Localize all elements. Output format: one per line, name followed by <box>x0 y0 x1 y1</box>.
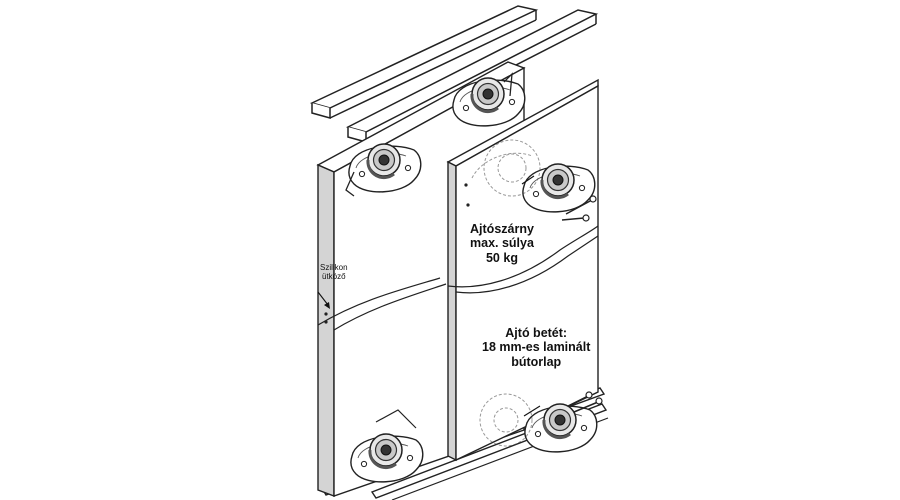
stopper-dots <box>324 183 470 324</box>
door-insert-label: Ajtó betét: 18 mm-es laminált bútorlap <box>482 326 590 369</box>
silicone-stopper-label-line: Szilikon <box>320 263 348 272</box>
silicone-stopper-label: Szilikon ütköző <box>320 263 348 281</box>
screw-icon <box>561 195 603 413</box>
max-weight-label-line: Ajtószárny <box>470 222 534 236</box>
door-insert-label-line: 18 mm-es laminált <box>482 340 591 355</box>
roller-wheel-icon <box>345 72 599 484</box>
door-insert-label-line: bútorlap <box>511 354 562 369</box>
pointer-arrow <box>317 175 541 417</box>
top-rail-icon <box>309 5 599 143</box>
max-weight-label-line: max. súlya <box>470 236 534 251</box>
max-weight-label-line: 50 kg <box>485 250 518 265</box>
max-weight-label: Ajtószárny max. súlya 50 kg <box>470 222 534 265</box>
silicone-stopper-label-line: ütköző <box>322 272 346 282</box>
door-insert-label-line: Ajtó betét: <box>505 326 568 340</box>
